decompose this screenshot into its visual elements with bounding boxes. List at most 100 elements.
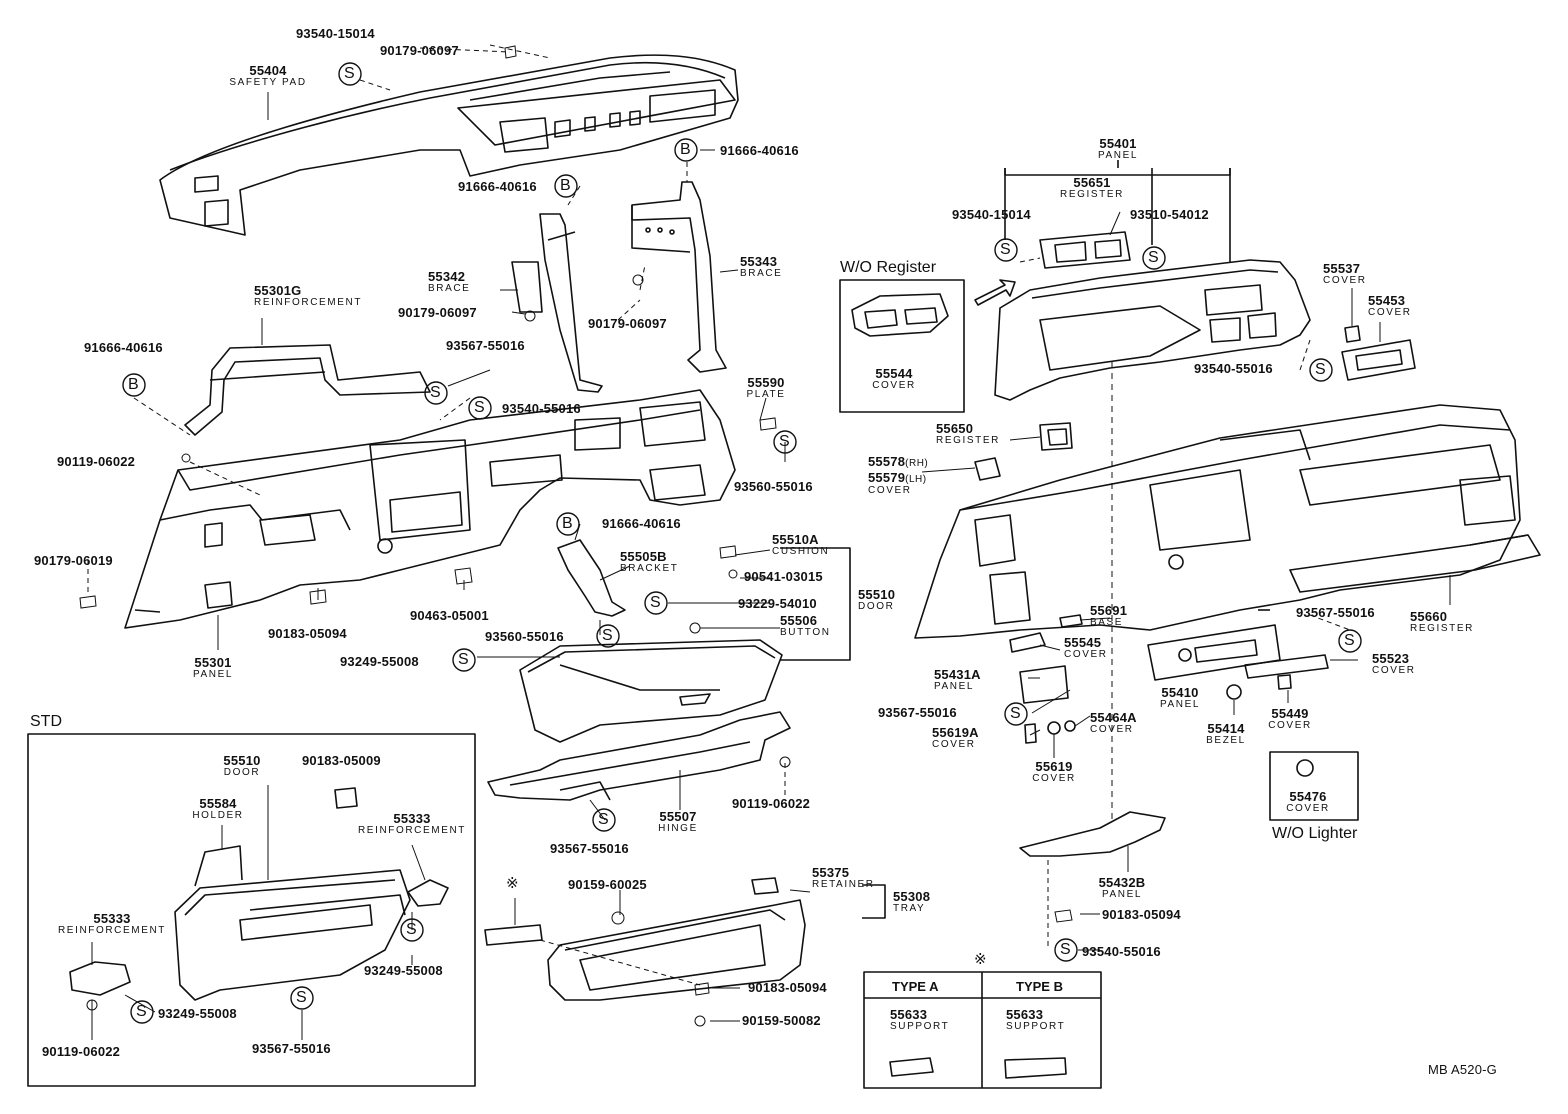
b-marker: B: [562, 515, 573, 532]
brace-55343-drawing: [631, 181, 727, 373]
part-label: 93249-55008: [158, 1006, 237, 1021]
s-marker: S: [598, 811, 609, 828]
panel-55410-drawing: [1147, 624, 1281, 681]
wo-register-heading: W/O Register: [840, 259, 937, 276]
std-glovebox-drawing: [174, 869, 411, 1001]
register-55650-drawing: [1039, 422, 1073, 451]
part-label: COVER: [868, 485, 912, 496]
wo-register-box: [839, 279, 965, 413]
panel-55401-drawing: [994, 259, 1311, 401]
cover-55523-drawing: [1244, 654, 1329, 679]
part-label: 91666-40616: [602, 516, 681, 531]
part-label: 91666-40616: [458, 179, 537, 194]
support-left: [484, 924, 543, 946]
s-marker: S: [344, 65, 355, 82]
reinforcement-55333-right: [407, 879, 449, 907]
s-marker: S: [1344, 632, 1355, 649]
part-label: 93540-15014: [296, 26, 375, 41]
part-label: 90159-60025: [568, 877, 647, 892]
fasteners: [79, 45, 1073, 1027]
s-marker: S: [779, 433, 790, 450]
part-label: 90463-05001: [410, 608, 489, 623]
retainer-55375-drawing: [751, 877, 779, 895]
part-label: 90179-06019: [34, 553, 113, 568]
clip-90183-05009: [334, 787, 358, 809]
part-label: 90179-06097: [380, 43, 459, 58]
part-label: 91666-40616: [720, 143, 799, 158]
figure-code: MB A520-G: [1428, 1062, 1497, 1077]
tray-55308-drawing: [547, 899, 806, 1001]
part-label: 93567-55016: [446, 338, 525, 353]
reinforcement-55333-left: [69, 961, 131, 996]
b-marker: B: [560, 177, 571, 194]
arrow-shape: [974, 279, 1016, 306]
part-label: 90159-50082: [742, 1013, 821, 1028]
register-55660-drawing: [1289, 534, 1541, 593]
part-label: 90179-06097: [398, 305, 477, 320]
s-marker: S: [1010, 705, 1021, 722]
door-55510-drawing: [519, 639, 783, 743]
reinforcement-55301g-drawing: [184, 344, 431, 436]
cover-55464a-drawing: [1064, 720, 1076, 732]
part-label: 90183-05009: [302, 753, 381, 768]
part-label: 90179-06097: [588, 316, 667, 331]
part-label: 90183-05094: [268, 626, 347, 641]
cover-55578-drawing: [974, 457, 1001, 481]
part-label: 90119-06022: [732, 796, 811, 811]
support-type-b: [1004, 1057, 1067, 1079]
s-marker: S: [650, 594, 661, 611]
part-label: 93567-55016: [878, 705, 957, 720]
s-marker: S: [1315, 361, 1326, 378]
part-label: 93249-55008: [340, 654, 419, 669]
register-55651-drawing: [1039, 231, 1131, 269]
panel-55431a-drawing: [1019, 665, 1069, 704]
s-marker: S: [406, 921, 417, 938]
b-marker: B: [128, 376, 139, 393]
asterisk-mark: ※: [974, 951, 987, 968]
s-marker: S: [1000, 241, 1011, 258]
part-label: 93567-55016: [550, 841, 629, 856]
support-type-a: [889, 1057, 934, 1077]
bracket-55505b-drawing: [557, 539, 626, 617]
holder-55584-drawing: [194, 845, 243, 887]
part-label: 93229-54010: [738, 596, 817, 611]
panel-55432b-drawing: [1019, 811, 1166, 857]
std-heading: STD: [30, 713, 62, 730]
wo-lighter-heading: W/O Lighter: [1272, 825, 1358, 842]
asterisk-mark: ※: [506, 875, 519, 892]
part-label: 90119-06022: [42, 1044, 121, 1059]
wo-lighter-box: [1269, 751, 1359, 821]
s-marker: S: [136, 1003, 147, 1020]
part-label: 93567-55016: [252, 1041, 331, 1056]
part-label: 93510-54012: [1130, 207, 1209, 222]
part-label: 90183-05094: [748, 980, 827, 995]
s-marker: S: [1060, 941, 1071, 958]
